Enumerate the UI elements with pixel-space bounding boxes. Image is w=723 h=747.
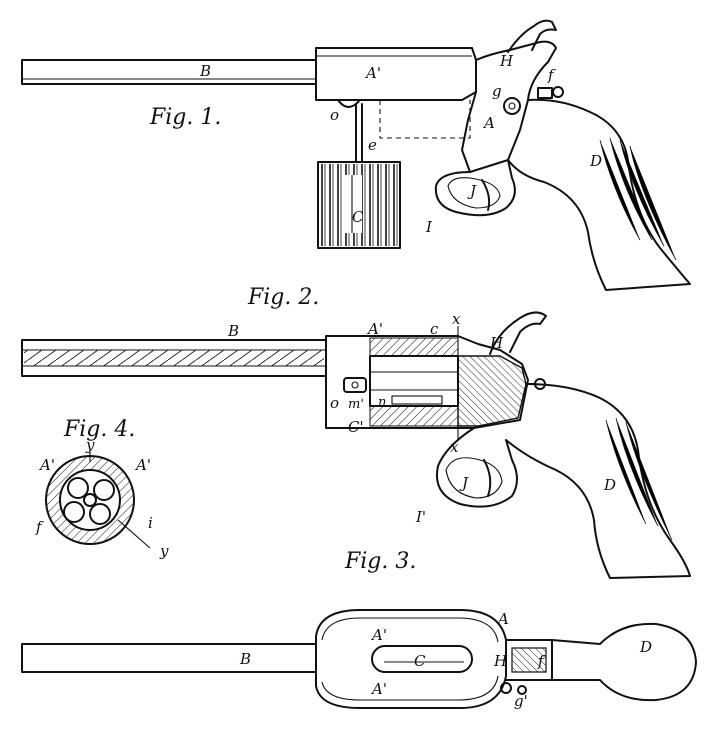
f2-label-c1: C' (348, 418, 364, 436)
f1-label-b: B (199, 62, 211, 80)
f3-label-d: D (639, 638, 652, 656)
f1-hammer (507, 19, 557, 53)
f1-label-i: I (425, 218, 433, 236)
f3-barrel (21, 643, 317, 673)
f3-label-a: A (496, 610, 509, 628)
f4-label-i: i (148, 514, 153, 532)
f2-label-o: o (330, 394, 339, 412)
f4-label-f: f (35, 518, 44, 536)
figure-4 (45, 452, 151, 549)
caption-fig-3: Fig. 3. (344, 549, 416, 574)
f3-label-f: f (537, 652, 546, 670)
f2-label-i: I' (415, 508, 426, 526)
figure-2 (21, 311, 691, 579)
f1-cylinder (317, 161, 401, 249)
f1-label-e: e (368, 136, 377, 154)
f1-label-c: C (352, 208, 364, 226)
f2-label-x-top: x (452, 310, 461, 328)
f1-label-a: A (482, 114, 495, 132)
f1-label-o: o (330, 106, 339, 124)
f1-recess (379, 100, 471, 139)
f2-label-d: D (603, 476, 616, 494)
figure-3 (21, 609, 697, 709)
f4-label-y-bot: y (159, 542, 169, 560)
f2-frame (325, 335, 529, 429)
f1-trigger-guard (434, 159, 516, 217)
figure-1 (21, 19, 691, 291)
f3-label-a1-bot: A' (370, 680, 387, 698)
f2-label-j: J (459, 474, 469, 492)
f2-hammer (489, 311, 547, 355)
f3-label-h: H (493, 652, 508, 670)
f2-trigger-guard (436, 427, 518, 508)
f1-label-a1: A' (364, 64, 381, 82)
f3-label-g: g' (514, 692, 528, 710)
f2-label-h: H (489, 334, 504, 352)
f1-label-g: g (492, 82, 502, 100)
f4-label-a1-left: A' (38, 456, 55, 474)
f2-label-n: n (378, 395, 386, 410)
f3-frame (315, 609, 507, 709)
caption-fig-4: Fig. 4. (63, 417, 135, 442)
f3-label-b: B (239, 650, 251, 668)
f4-label-y-top: y (85, 436, 95, 454)
f2-label-a1: A' (366, 320, 383, 338)
f2-label-b: B (227, 322, 239, 340)
f1-label-d: D (589, 152, 602, 170)
caption-fig-2: Fig. 2. (247, 285, 319, 310)
caption-fig-1: Fig. 1. (149, 105, 221, 130)
f2-label-c: c (430, 320, 439, 338)
f3-label-c: C (414, 652, 426, 670)
f1-label-h: H (499, 52, 514, 70)
f2-label-m: m' (348, 397, 364, 412)
f3-grip (551, 622, 697, 702)
f4-label-a1-right: A' (134, 456, 151, 474)
f1-label-j: J (467, 182, 477, 200)
f3-label-a1-top: A' (370, 626, 387, 644)
f1-barrel (21, 59, 317, 85)
f2-label-x-bot: x (450, 438, 459, 456)
f1-label-f: f (547, 66, 556, 84)
f1-grip (507, 98, 691, 291)
f2-grip (505, 383, 691, 579)
